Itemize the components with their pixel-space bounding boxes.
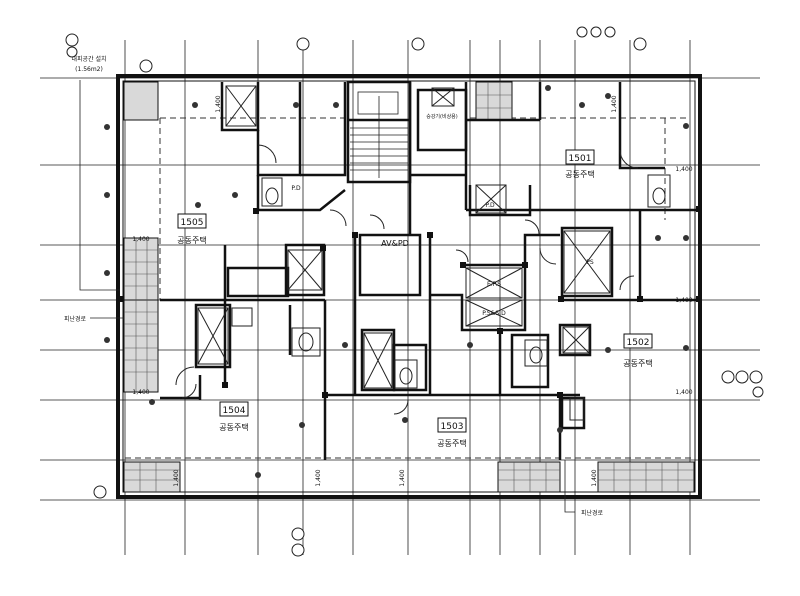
dimension-right-mid: 1,400 [675, 297, 692, 304]
columns [118, 206, 702, 398]
dimension-top-left: 1,400 [215, 95, 222, 112]
dimension-right-top: 1,400 [675, 166, 692, 173]
unit-number-box [437, 417, 467, 433]
unit-1503: 1503 공동주택 [437, 417, 467, 448]
annotations: 대피공간 설치 (1.56m2) 피난경로 피난경로 [64, 55, 604, 517]
dimension-bottom-3: 1,400 [399, 469, 406, 486]
unit-use: 공동주택 [437, 438, 466, 448]
elevator-label: 승강기(비상용) [426, 113, 458, 120]
unit-number: 1503 [441, 422, 464, 432]
unit-number-box [565, 149, 595, 165]
dimension-left-wall: 1,400 [132, 236, 149, 243]
evac-area-size: (1.56m2) [75, 66, 103, 73]
pd-tag-right: P.D [485, 202, 495, 209]
ps-sd-label: P.S&S.D [482, 310, 506, 317]
evac-route-bottom: 피난경로 [581, 509, 604, 517]
light-fixtures [104, 85, 689, 478]
ps-label: PS [586, 259, 594, 266]
unit-use: 공동주택 [177, 235, 206, 245]
unit-number-box [623, 333, 653, 349]
unit-number-box [219, 401, 249, 417]
dimension-bottom-2: 1,400 [315, 469, 322, 486]
shaft-crosses [197, 85, 611, 389]
hatch-grid [124, 82, 694, 492]
unit-number: 1501 [569, 154, 592, 164]
dimension-bottom-1: 1,400 [173, 469, 180, 486]
dimension-left-low: 1,400 [132, 389, 149, 396]
unit-number: 1504 [223, 406, 246, 416]
unit-1501: 1501 공동주택 [565, 149, 595, 179]
unit-number-box [177, 213, 207, 229]
door-swings [175, 144, 639, 415]
evac-route-left: 피난경로 [64, 315, 87, 323]
stair-treads [350, 91, 408, 178]
eps-label: E.P.S [487, 281, 501, 288]
av-pd-label: AV&PD [381, 239, 409, 248]
unit-1505: 1505 공동주택 [177, 213, 207, 245]
evac-area-title: 대피공간 설치 [71, 55, 106, 63]
dimension-labels: 1,400 1,400 1,400 1,400 1,400 1,400 1,40… [132, 95, 692, 486]
unit-number: 1505 [181, 218, 204, 228]
unit-use: 공동주택 [623, 358, 652, 368]
dimension-top-right: 1,400 [611, 95, 618, 112]
core-labels: AV&PD PS E.P.S P.S&S.D 승강기(비상용) P.D P.D [291, 113, 594, 317]
unit-1502: 1502 공동주택 [623, 333, 653, 368]
grid-bubbles [65, 26, 764, 557]
dimension-bottom-4: 1,400 [591, 469, 598, 486]
unit-1504: 1504 공동주택 [219, 401, 249, 432]
pd-tag-left: P.D [291, 185, 301, 192]
leader-lines [79, 80, 575, 513]
unit-number: 1502 [627, 338, 650, 348]
unit-use: 공동주택 [565, 169, 594, 179]
bathroom-fixtures [231, 174, 671, 421]
unit-use: 공동주택 [219, 422, 248, 432]
dimension-right-low: 1,400 [675, 389, 692, 396]
